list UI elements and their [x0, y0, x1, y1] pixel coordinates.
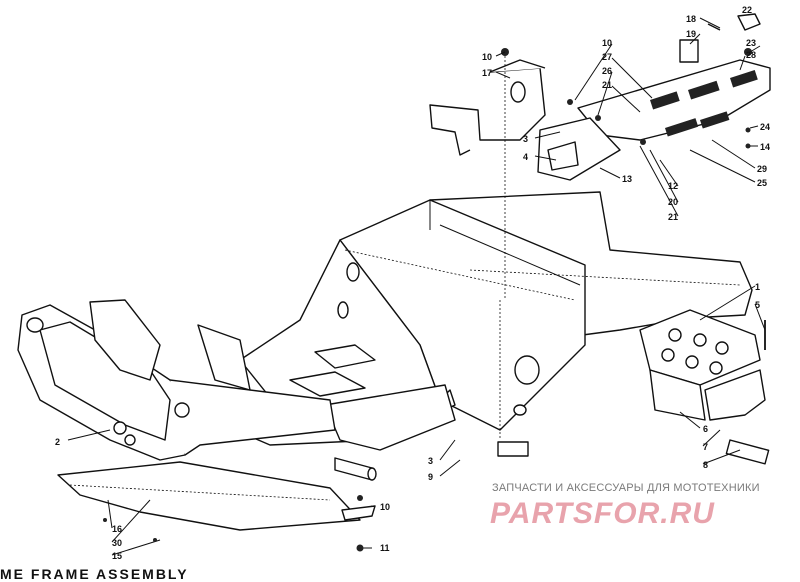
- callout-20: 20: [668, 197, 678, 207]
- callout-1: 1: [755, 282, 760, 292]
- callout-5: 5: [755, 300, 760, 310]
- callout-26: 26: [602, 66, 612, 76]
- callout-10-console: 10: [602, 38, 612, 48]
- footer-title: ME FRAME ASSEMBLY: [0, 566, 189, 582]
- watermark-logo: PARTSFOR.RU: [490, 497, 715, 530]
- callout-11: 11: [380, 543, 390, 553]
- callout-21-lower: 21: [668, 212, 678, 222]
- console-tray: [537, 13, 771, 181]
- callout-6: 6: [703, 424, 708, 434]
- callout-25: 25: [757, 178, 767, 188]
- watermark-caption: ЗАПЧАСТИ И АКСЕССУАРЫ ДЛЯ МОТОТЕХНИКИ: [492, 482, 760, 494]
- callout-3-upper: 3: [523, 134, 528, 144]
- belly-pan: [57, 461, 361, 531]
- callout-4: 4: [523, 152, 528, 162]
- callout-17: 17: [482, 68, 492, 78]
- callout-12: 12: [668, 181, 678, 191]
- callout-8: 8: [703, 460, 708, 470]
- callout-30: 30: [112, 538, 122, 548]
- callout-18: 18: [686, 14, 696, 24]
- chassis-frame: [199, 191, 753, 457]
- callout-13: 13: [622, 174, 632, 184]
- callout-27: 27: [602, 52, 612, 62]
- callout-numbers: 1 2 3 3 4 5 6 7 8 9 10 10 10 11 12 13 14…: [55, 5, 770, 561]
- callout-29: 29: [757, 164, 767, 174]
- steering-post-bracket: [429, 48, 546, 156]
- callout-22: 22: [742, 5, 752, 15]
- callout-10-top: 10: [482, 52, 492, 62]
- leader-lines: [67, 17, 766, 556]
- callout-10-bottom: 10: [380, 502, 390, 512]
- rear-heat-exchanger: [639, 309, 770, 465]
- front-bumper-arms: [17, 299, 377, 481]
- callout-16: 16: [112, 524, 122, 534]
- callout-3-lower: 3: [428, 456, 433, 466]
- callout-21-upper: 21: [602, 80, 612, 90]
- callout-2: 2: [55, 437, 60, 447]
- callout-15: 15: [112, 551, 122, 561]
- callout-19: 19: [686, 29, 696, 39]
- callout-24: 24: [760, 122, 770, 132]
- callout-23: 23: [746, 38, 756, 48]
- callout-9: 9: [428, 472, 433, 482]
- callout-14: 14: [760, 142, 770, 152]
- callout-28: 28: [746, 50, 756, 60]
- callout-7: 7: [703, 442, 708, 452]
